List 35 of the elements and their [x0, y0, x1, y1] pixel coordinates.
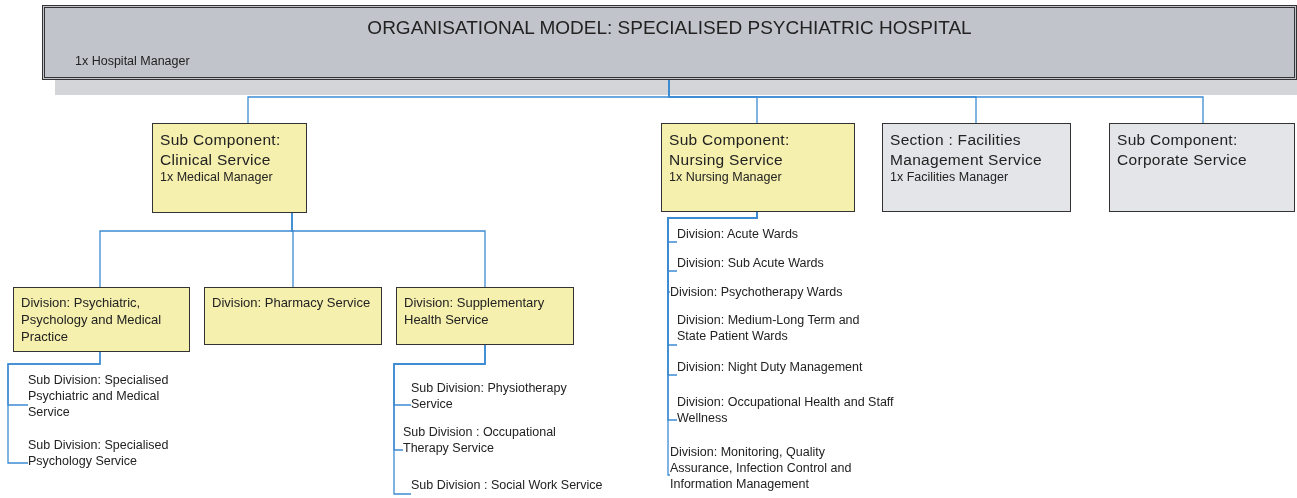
- division-label: Division: Occupational Health and Staff Wellness: [677, 395, 894, 425]
- connector-line: [393, 344, 486, 495]
- division-label: Sub Division : Social Work Service: [411, 478, 603, 492]
- manager-text: 1x Medical Manager: [160, 170, 274, 185]
- unit-heading: Section : Facilities Management Service: [890, 130, 1043, 170]
- division-label: Division: Night Duty Management: [677, 360, 863, 374]
- title-text: ORGANISATIONAL MODEL: SPECIALISED PSYCHIATRIC HOSPITAL: [366, 16, 973, 40]
- division-label: Sub Division : Occupational Therapy Service: [403, 425, 556, 455]
- unit-heading: Division: Pharmacy Service: [212, 294, 372, 311]
- division-label: Sub Division: Specialised Psychology Service: [28, 438, 169, 468]
- component-box: [661, 123, 855, 212]
- unit-heading: Sub Component: Corporate Service: [1117, 130, 1248, 170]
- division-label: Division: Psychotherapy Wards: [670, 285, 843, 299]
- division-box: [204, 287, 382, 345]
- division-label: Sub Division: Physiotherapy Service: [411, 381, 567, 411]
- division-label: Sub Division: Specialised Psychiatric and Medical Service: [28, 373, 169, 419]
- component-box: [152, 123, 307, 213]
- connector-line: [291, 212, 486, 288]
- division-label: Division: Sub Acute Wards: [677, 256, 824, 270]
- division-box: [396, 287, 574, 345]
- component-box: [882, 123, 1071, 212]
- unit-heading: Sub Component: Nursing Service: [669, 130, 791, 170]
- division-box: [13, 287, 190, 352]
- component-box: [1109, 123, 1295, 212]
- manager-text: 1x Hospital Manager: [75, 54, 191, 69]
- manager-text: 1x Facilities Manager: [890, 170, 1010, 185]
- title-box: [42, 5, 1297, 80]
- unit-heading: Sub Component: Clinical Service: [160, 130, 282, 170]
- unit-heading: Division: Supplementary Health Service: [404, 294, 546, 328]
- division-label: Division: Medium-Long Term and State Patient Wards: [677, 313, 860, 343]
- division-label: Division: Acute Wards: [677, 227, 799, 241]
- connector-line: [7, 351, 101, 464]
- division-label: Division: Monitoring, Quality Assurance, Infection Control and Information Management: [670, 445, 852, 491]
- unit-heading: Division: Psychiatric, Psychology and Medical Practice: [21, 294, 163, 345]
- manager-text: 1x Nursing Manager: [669, 170, 783, 185]
